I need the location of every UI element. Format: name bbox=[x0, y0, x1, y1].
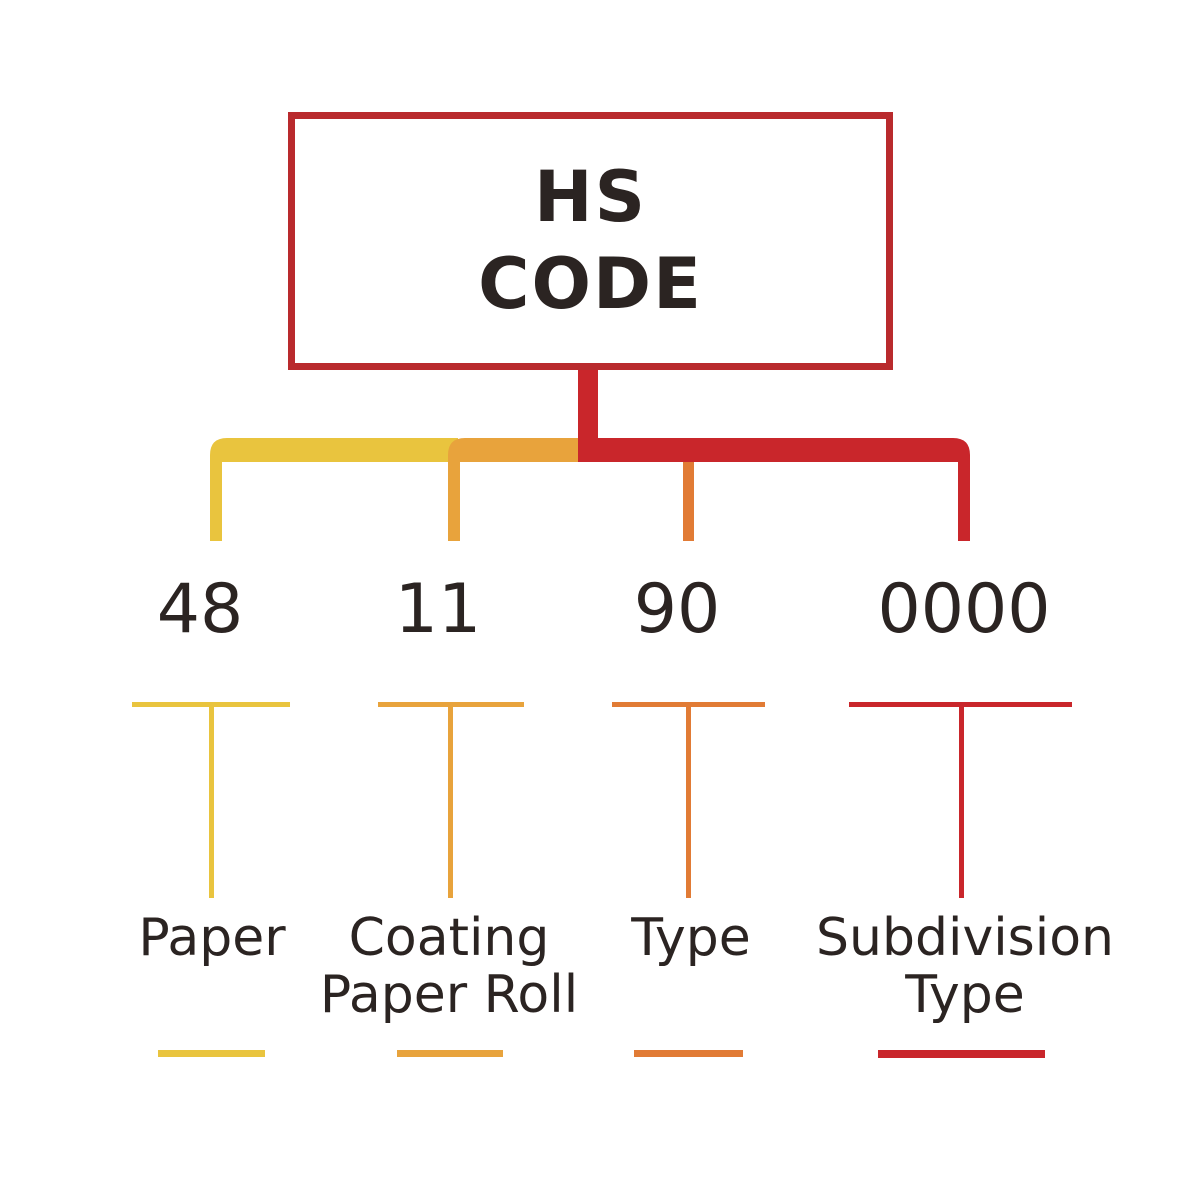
hs-code-title-line1: HS bbox=[534, 156, 647, 238]
underline-yellow bbox=[158, 1050, 265, 1057]
segment-label-coating-line1: Coating bbox=[348, 908, 550, 968]
segment-code-0000: 0000 bbox=[877, 570, 1051, 649]
t-stem-deep-orange bbox=[686, 702, 691, 898]
t-stem-yellow bbox=[209, 702, 214, 898]
t-connector-orange bbox=[378, 702, 524, 898]
t-connector-yellow bbox=[132, 702, 290, 898]
branch-bracket-yellow bbox=[210, 438, 458, 541]
segment-label-coating-line2: Paper Roll bbox=[319, 965, 579, 1025]
hs-code-title-line2: CODE bbox=[478, 243, 703, 325]
t-connector-red bbox=[849, 702, 1072, 898]
segment-label-paper-line1: Paper bbox=[138, 908, 286, 968]
underline-orange bbox=[397, 1050, 503, 1057]
segment-code-90: 90 bbox=[633, 570, 721, 649]
underline-red bbox=[878, 1050, 1045, 1058]
hs-code-box: HS CODE bbox=[288, 112, 893, 370]
segment-code-11: 11 bbox=[394, 570, 482, 649]
t-stem-orange bbox=[448, 702, 453, 898]
segment-label-subdivision-line1: Subdivision bbox=[816, 908, 1114, 968]
segment-label-coating-paper-roll: Coating Paper Roll bbox=[259, 910, 639, 1024]
underline-deep-orange bbox=[634, 1050, 743, 1057]
segment-label-type: Type bbox=[501, 910, 881, 967]
segment-label-subdivision-line2: Type bbox=[905, 965, 1025, 1025]
segment-code-48: 48 bbox=[156, 570, 244, 649]
segment-label-paper: Paper bbox=[22, 910, 402, 967]
branch-bracket-orange bbox=[448, 438, 578, 541]
segment-label-subdivision-type: Subdivision Type bbox=[775, 910, 1155, 1024]
t-stem-red bbox=[959, 702, 964, 898]
branch-bracket-red bbox=[578, 368, 970, 541]
segment-label-type-line1: Type bbox=[631, 908, 751, 968]
t-connector-deep-orange bbox=[612, 702, 765, 898]
branch-drop-deep-orange bbox=[683, 444, 694, 541]
